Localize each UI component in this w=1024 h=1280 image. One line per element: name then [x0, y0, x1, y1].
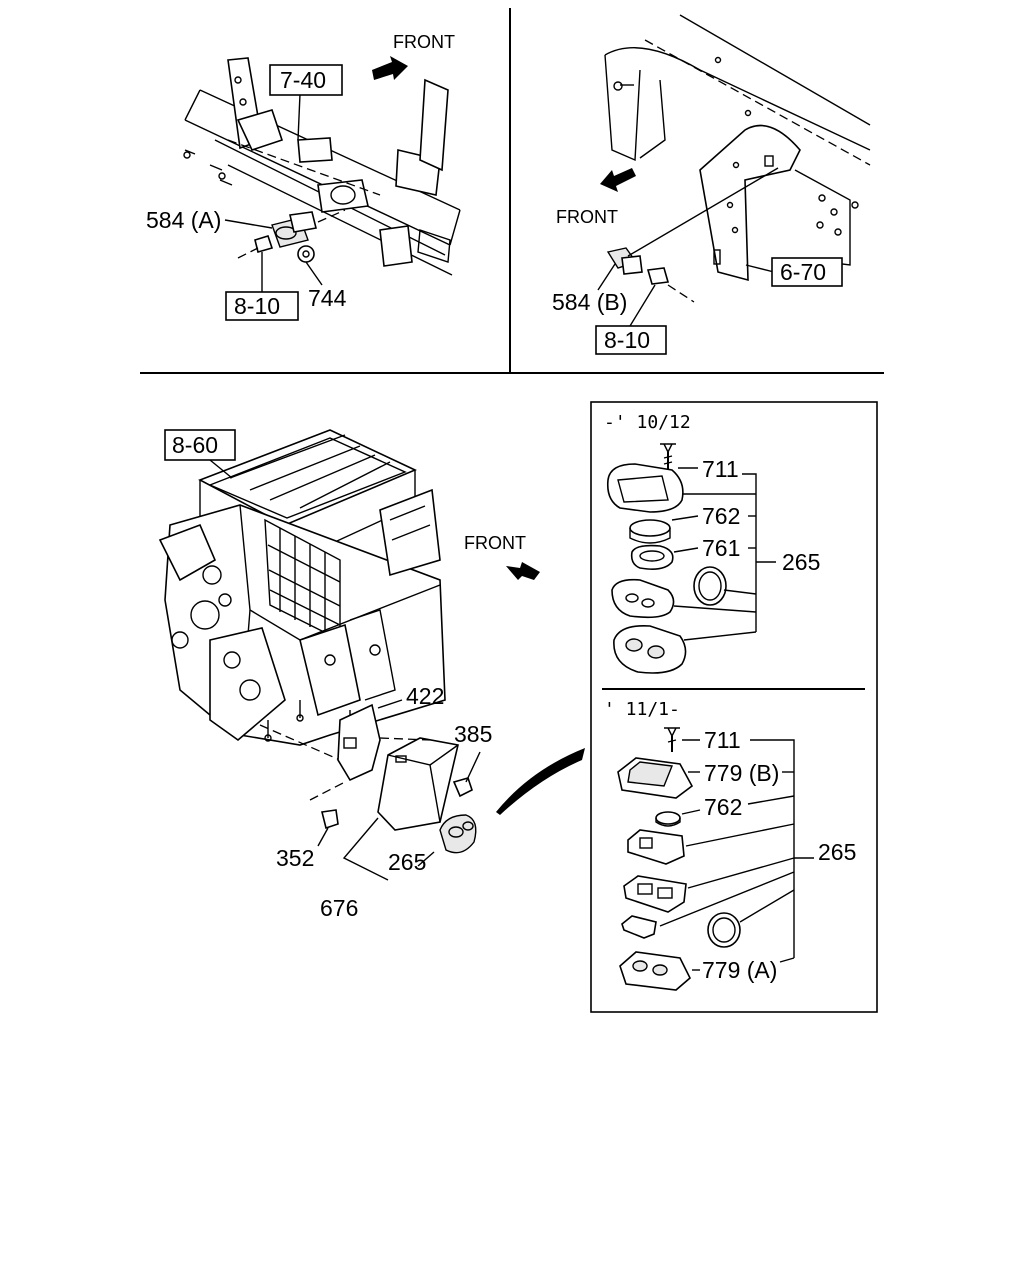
inset-new-779a: 779 (A) — [702, 957, 777, 983]
front-label-top-left: FRONT — [393, 32, 455, 52]
inset-old-265: 265 — [782, 549, 820, 575]
inset-old-drawing — [606, 443, 776, 674]
ref-label-8-10-right: 8-10 — [604, 327, 650, 353]
ref-box-6-70 — [771, 257, 843, 287]
front-label-bottom: FRONT — [464, 533, 526, 553]
inset-heading-old: -' 10/12 — [604, 412, 691, 433]
front-arrow-icon — [372, 56, 408, 80]
callout-422: 422 — [406, 683, 444, 709]
ref-box-8-10-left — [225, 291, 299, 321]
ref-label-7-40: 7-40 — [280, 67, 326, 93]
front-label-top-right: FRONT — [556, 207, 618, 227]
inset-new-drawing — [617, 727, 814, 991]
callout-744: 744 — [308, 285, 347, 311]
callout-265-main: 265 — [388, 849, 426, 875]
front-arrow-icon — [600, 168, 636, 192]
front-arrow-icon — [506, 562, 540, 580]
ref-label-6-70: 6-70 — [780, 259, 826, 285]
callout-352: 352 — [276, 845, 314, 871]
callout-584a: 584 (A) — [146, 207, 221, 233]
inset-heading-new: ' 11/1- — [604, 699, 680, 720]
ref-label-8-60: 8-60 — [172, 432, 218, 458]
hvac-unit-drawing — [158, 429, 585, 881]
callout-584b: 584 (B) — [552, 289, 627, 315]
inset-old-711: 711 — [702, 456, 739, 482]
inset-new-762: 762 — [704, 794, 742, 820]
ref-box-8-10-right — [595, 325, 667, 355]
inset-new-265: 265 — [818, 839, 856, 865]
ref-box-7-40 — [269, 64, 343, 96]
top-left-frame-drawing — [183, 56, 461, 292]
inset-old-761: 761 — [702, 535, 740, 561]
inset-old-762: 762 — [702, 503, 740, 529]
detail-pointer-icon — [496, 748, 585, 815]
ref-label-8-10-left: 8-10 — [234, 293, 280, 319]
callout-385: 385 — [454, 721, 492, 747]
inset-new-711: 711 — [704, 727, 741, 753]
callout-676: 676 — [320, 895, 358, 921]
inset-new-779b: 779 (B) — [704, 760, 779, 786]
ref-box-8-60 — [164, 429, 236, 461]
